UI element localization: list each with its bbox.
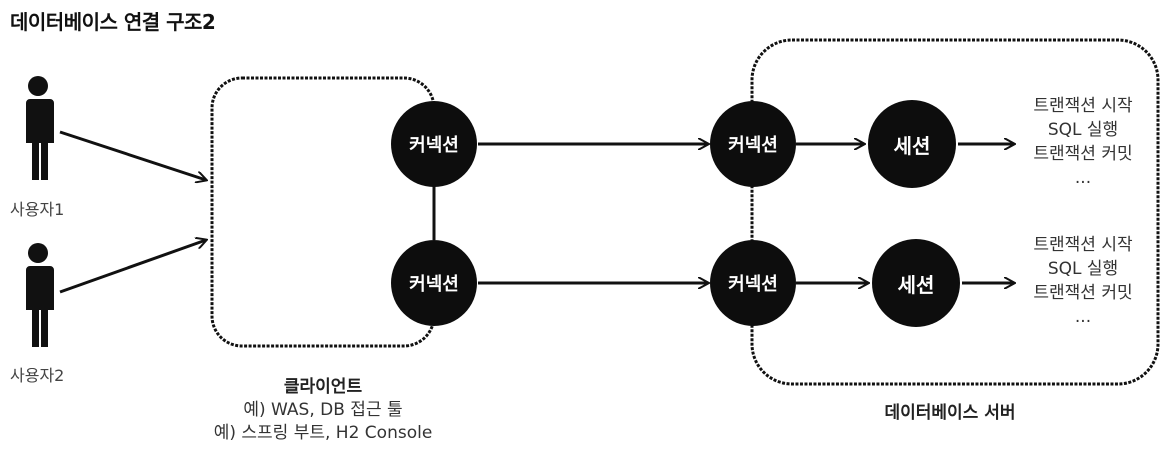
- client-example-1: 예) WAS, DB 접근 툴: [243, 400, 403, 420]
- client-caption: 클라이언트 예) WAS, DB 접근 툴 예) 스프링 부트, H2 Cons…: [163, 376, 483, 445]
- server-caption: 데이터베이스 서버: [800, 402, 1100, 425]
- client-connection-1: 커넥션: [391, 101, 477, 187]
- server-box: [750, 38, 1160, 386]
- server-name: 데이터베이스 서버: [884, 403, 1016, 423]
- page-title: 데이터베이스 연결 구조2: [10, 10, 216, 34]
- client-name: 클라이언트: [283, 377, 363, 397]
- user-2-label: 사용자2: [10, 366, 65, 385]
- step-item: SQL 실행: [1047, 120, 1119, 140]
- step-item: ...: [1074, 307, 1092, 327]
- steps-list-1: 트랜잭션 시작 SQL 실행 트랜잭션 커밋 ...: [1008, 94, 1158, 190]
- client-example-2: 예) 스프링 부트, H2 Console: [213, 423, 433, 443]
- user-1-arrow: [59, 130, 206, 180]
- step-item: SQL 실행: [1047, 259, 1119, 279]
- server-connection-1: 커넥션: [710, 101, 796, 187]
- server-connection-2: 커넥션: [710, 240, 796, 326]
- user-2-icon: [26, 243, 54, 347]
- step-item: 트랜잭션 커밋: [1033, 144, 1133, 164]
- steps-list-2: 트랜잭션 시작 SQL 실행 트랜잭션 커밋 ...: [1008, 233, 1158, 329]
- step-item: 트랜잭션 시작: [1033, 96, 1133, 116]
- user-1-label: 사용자1: [10, 200, 65, 219]
- user-1-icon: [26, 76, 54, 180]
- client-connection-2: 커넥션: [391, 240, 477, 326]
- user-2-arrow: [59, 240, 206, 294]
- step-item: 트랜잭션 시작: [1033, 235, 1133, 255]
- step-item: ...: [1074, 168, 1092, 188]
- session-1: 세션: [868, 100, 956, 188]
- step-item: 트랜잭션 커밋: [1033, 283, 1133, 303]
- session-2: 세션: [872, 239, 960, 327]
